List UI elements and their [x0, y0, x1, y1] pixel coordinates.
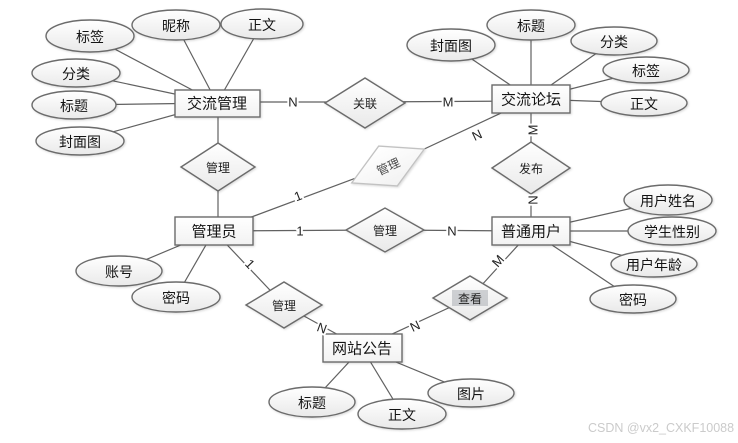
attribute-label: 标签 — [632, 63, 660, 79]
entity-label: 交流论坛 — [501, 91, 561, 109]
attribute-forum-content: 正文 — [600, 89, 688, 117]
cardinality-assoc-right: M — [443, 95, 454, 110]
attribute-label: 分类 — [600, 34, 628, 50]
entity-ordinary-user: 普通用户 — [491, 216, 571, 246]
entity-site-announcement: 网站公告 — [322, 333, 403, 363]
cardinality-assoc-left: N — [288, 95, 297, 110]
relationship-label: 管理 — [373, 223, 397, 238]
attribute-em-cover-image: 封面图 — [35, 126, 125, 156]
relationship-label: 管理 — [272, 298, 296, 313]
attribute-em-tag: 标签 — [45, 19, 135, 53]
entity-exchange-forum: 交流论坛 — [491, 84, 571, 114]
attribute-ann-content: 正文 — [357, 398, 447, 430]
attribute-user-student-gender: 学生性别 — [627, 216, 717, 246]
attribute-label: 学生性别 — [644, 224, 700, 240]
entity-label: 普通用户 — [501, 224, 561, 241]
cardinality-publish-n: N — [526, 195, 541, 204]
attribute-ann-title: 标题 — [268, 386, 356, 418]
attribute-em-category: 分类 — [31, 58, 121, 88]
entity-label: 网站公告 — [332, 341, 392, 358]
attribute-label: 正文 — [248, 17, 276, 33]
attribute-label: 图片 — [457, 386, 485, 402]
attribute-user-name: 用户姓名 — [623, 184, 713, 216]
relationship-associate: 关联 — [323, 77, 407, 129]
attribute-label: 账号 — [105, 264, 133, 280]
attribute-label: 标题 — [60, 98, 88, 114]
attribute-em-nickname: 昵称 — [131, 9, 221, 41]
cardinality-view-n: N — [408, 317, 423, 335]
attribute-forum-tag: 标签 — [602, 56, 690, 84]
relationship-manage-exchange: 管理 — [179, 142, 257, 192]
relationship-manage-announcement: 管理 — [244, 281, 324, 329]
diagram-nodes: 标签 昵称 正文 分类 标题 封面图 封面图 标题 — [31, 8, 717, 430]
entity-administrator: 管理员 — [174, 216, 254, 246]
attribute-label: 标签 — [76, 29, 104, 45]
attribute-user-age: 用户年龄 — [610, 250, 698, 278]
csdn-watermark: CSDN @vx2_CXKF10088 — [588, 421, 734, 435]
attribute-label: 标题 — [298, 395, 326, 411]
view-label-highlight — [452, 290, 488, 306]
attribute-label: 密码 — [619, 292, 647, 308]
attribute-label: 封面图 — [59, 134, 101, 150]
relationship-manage-forum: 管理 — [350, 145, 426, 187]
attribute-label: 分类 — [62, 66, 90, 82]
attribute-label: 标题 — [517, 18, 545, 34]
cardinality-publish-m: M — [526, 125, 541, 136]
relationship-label: 管理 — [206, 160, 230, 175]
relationship-view: 查看 — [431, 275, 509, 321]
relationship-manage-user: 管理 — [344, 207, 426, 253]
cardinality-manage-user-n: N — [447, 224, 456, 239]
entity-label: 管理员 — [191, 224, 236, 241]
entity-label: 交流管理 — [187, 95, 247, 113]
relationship-label: 发布 — [519, 161, 543, 176]
attribute-em-title: 标题 — [31, 90, 117, 120]
attribute-ann-image: 图片 — [427, 378, 515, 408]
relationship-publish: 发布 — [490, 141, 572, 195]
attribute-forum-cover-image: 封面图 — [406, 28, 496, 62]
attribute-admin-password: 密码 — [131, 281, 221, 313]
cardinality-view-m: M — [489, 252, 507, 270]
attribute-label: 用户年龄 — [626, 257, 682, 273]
relationship-label: 查看 — [458, 292, 482, 306]
cardinality-manage-user-1: 1 — [296, 224, 303, 239]
cardinality-forum-admin-n: N — [470, 126, 485, 144]
attribute-label: 正文 — [630, 96, 658, 112]
attribute-admin-account: 账号 — [75, 255, 163, 287]
attribute-label: 密码 — [162, 290, 190, 306]
attribute-em-content: 正文 — [220, 8, 304, 40]
attribute-forum-title: 标题 — [486, 9, 576, 41]
attribute-label: 正文 — [388, 407, 416, 423]
attribute-label: 昵称 — [162, 18, 190, 34]
attribute-label: 封面图 — [430, 38, 472, 54]
entity-exchange-management: 交流管理 — [174, 89, 261, 118]
attribute-user-password: 密码 — [589, 284, 677, 314]
attribute-label: 用户姓名 — [640, 193, 696, 209]
relationship-label: 关联 — [353, 97, 377, 111]
attribute-forum-category: 分类 — [570, 26, 658, 56]
